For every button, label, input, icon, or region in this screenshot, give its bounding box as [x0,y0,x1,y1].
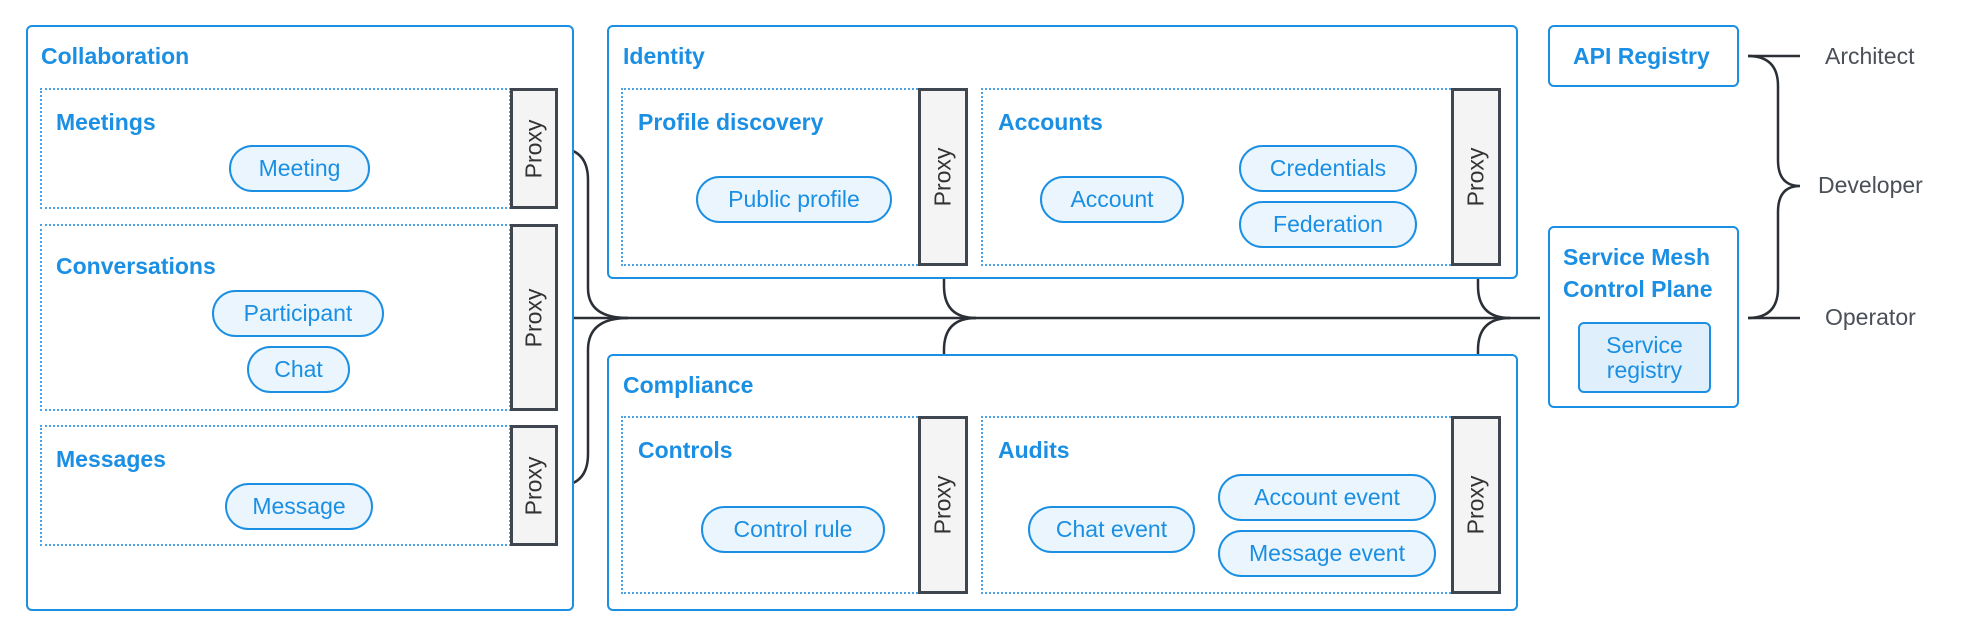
role-developer: Developer [1818,172,1923,198]
account-entity: Account [1040,176,1184,223]
meeting-entity: Meeting [229,145,370,192]
audits-title: Audits [998,437,1070,463]
profile-discovery-proxy-label: Proxy [929,147,956,207]
federation-entity: Federation [1239,201,1417,248]
control-rule-entity: Control rule [701,506,885,553]
participant-entity: Participant [212,290,384,337]
role-operator: Operator [1825,304,1916,330]
roles-brace [1747,54,1801,320]
service-registry-box: Service registry [1578,322,1711,393]
accounts-proxy-label: Proxy [1462,147,1489,207]
messages-proxy-label: Proxy [520,456,547,515]
conversations-title: Conversations [56,253,216,279]
meetings-title: Meetings [56,109,156,135]
account-event-entity: Account event [1218,474,1436,521]
chat-event-entity: Chat event [1028,506,1195,553]
conversations-proxy-label: Proxy [520,288,547,347]
message-entity: Message [225,483,373,530]
meetings-proxy: Proxy [510,88,558,209]
role-architect: Architect [1825,43,1915,69]
identity-title: Identity [623,43,705,69]
collaboration-title: Collaboration [41,43,190,69]
chat-entity: Chat [247,346,350,393]
service-registry-label: Service registry [1606,331,1683,383]
api-registry-box [1548,25,1739,87]
control-plane-title-line1: Service Mesh [1563,244,1711,270]
controls-proxy: Proxy [918,416,968,594]
audits-proxy: Proxy [1451,416,1501,594]
api-registry-title: API Registry [1573,43,1710,69]
controls-proxy-label: Proxy [929,475,956,535]
messages-title: Messages [56,446,166,472]
controls-title: Controls [638,437,733,463]
audits-proxy-label: Proxy [1462,475,1489,535]
message-event-entity: Message event [1218,530,1436,577]
compliance-title: Compliance [623,372,754,398]
public-profile-entity: Public profile [696,176,892,223]
conversations-proxy: Proxy [510,224,558,411]
control-plane-title-line2: Control Plane [1563,276,1713,302]
credentials-entity: Credentials [1239,145,1417,192]
accounts-title: Accounts [998,109,1103,135]
service-registry-line1: Service [1606,331,1683,358]
messages-proxy: Proxy [510,425,558,546]
profile-discovery-proxy: Proxy [918,88,968,266]
meetings-proxy-label: Proxy [520,119,547,178]
accounts-proxy: Proxy [1451,88,1501,266]
service-registry-line2: registry [1606,356,1683,383]
profile-discovery-title: Profile discovery [638,109,824,135]
